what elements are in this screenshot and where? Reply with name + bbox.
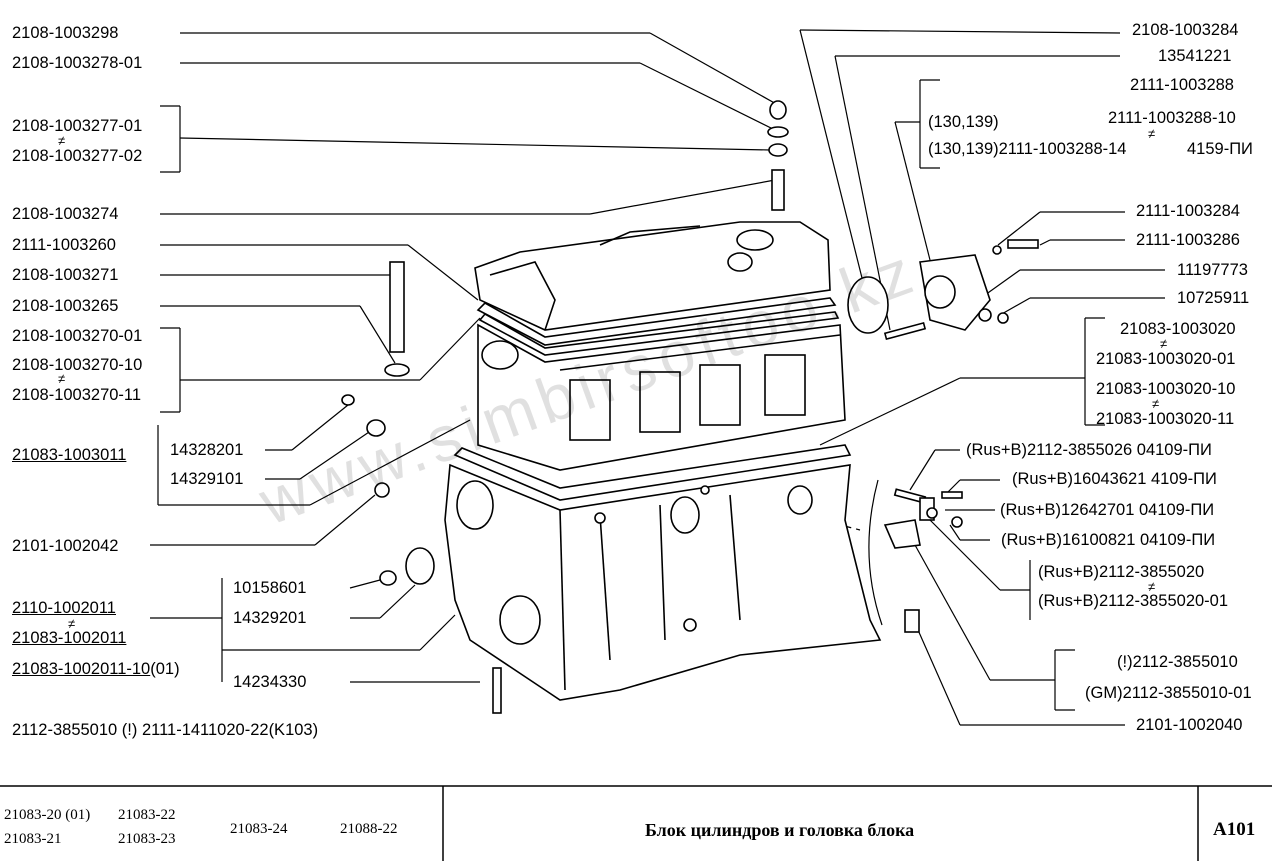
page-code: A101 <box>1213 819 1256 840</box>
not-equal-symbol: ≠ <box>58 133 66 148</box>
model-code: 21083-21 <box>4 831 62 847</box>
part-label: 21083-1002011-10(01) <box>12 659 180 679</box>
part-label: 2111-1003286 <box>1136 231 1240 249</box>
part-label: 21083-1003020-11 <box>1096 410 1235 428</box>
part-label: (GM)2112-3855010-01 <box>1085 684 1252 702</box>
part-label: 10158601 <box>233 579 307 597</box>
not-equal-symbol: ≠ <box>58 371 66 386</box>
part-label: (!)2112-3855010 <box>1117 653 1238 671</box>
not-equal-symbol: ≠ <box>1148 126 1156 141</box>
part-label: 2108-1003270-01 <box>12 327 143 345</box>
not-equal-symbol: ≠ <box>1160 336 1168 351</box>
part-label: 2108-1003277-01 <box>12 117 143 135</box>
footer: 21083-20 (01) 21083-22 21083-21 21083-23… <box>0 785 1272 861</box>
model-code: 21083-23 <box>118 831 176 847</box>
footer-frame <box>0 785 1272 861</box>
part-label: 2108-1003270-11 <box>12 386 142 404</box>
part-label: 2101-1002040 <box>1136 716 1243 734</box>
part-label: 11197773 <box>1177 261 1248 279</box>
part-label: (130,139)2111-1003288-14 <box>928 140 1127 158</box>
part-label: 2110-1002011 <box>12 599 116 617</box>
part-label: 2111-1003260 <box>12 236 116 254</box>
part-label: 2111-1003288 <box>1130 76 1234 94</box>
part-label: (Rus+B)16100821 04109-ПИ <box>1001 531 1216 549</box>
part-label: 14328201 <box>170 441 244 459</box>
part-label: (Rus+B)16043621 4109-ПИ <box>1012 470 1217 488</box>
not-equal-symbol: ≠ <box>1152 396 1160 411</box>
part-label: 21083-1002011 <box>12 629 127 647</box>
part-label: 2108-1003271 <box>12 266 119 284</box>
model-code: 21083-24 <box>230 821 288 837</box>
part-label: 21083-1003020-10 <box>1096 380 1236 398</box>
part-label: 2111-1003288-10 <box>1108 109 1236 127</box>
model-code: 21088-22 <box>340 821 398 837</box>
part-label: 4159-ПИ <box>1187 140 1253 158</box>
part-label: (130,139) <box>928 113 999 131</box>
part-label: (Rus+B)12642701 04109-ПИ <box>1000 501 1215 519</box>
part-label: 2108-1003298 <box>12 24 119 42</box>
engine-illustration <box>341 100 1039 714</box>
part-label: (Rus+B)2112-3855026 04109-ПИ <box>966 441 1212 459</box>
not-equal-symbol: ≠ <box>1148 579 1156 594</box>
part-label: 14234330 <box>233 673 307 691</box>
part-label: 2108-1003278-01 <box>12 54 143 72</box>
page-title: Блок цилиндров и головка блока <box>645 820 915 840</box>
part-label: (Rus+B)2112-3855020-01 <box>1038 592 1229 610</box>
part-label: 2108-1003284 <box>1132 21 1239 39</box>
part-label: 2108-1003265 <box>12 297 119 315</box>
part-label: 2111-1003284 <box>1136 202 1240 220</box>
part-label: 2108-1003270-10 <box>12 356 143 374</box>
part-label: 2101-1002042 <box>12 537 119 555</box>
part-label: 2112-3855010 (!) 2111-1411020-22(K103) <box>12 721 319 739</box>
part-label: 21083-1003020-01 <box>1096 350 1236 368</box>
part-suffix: (01) <box>150 660 180 678</box>
part-label: 2108-1003277-02 <box>12 147 143 165</box>
part-label: 10725911 <box>1177 289 1250 307</box>
part-label: 21083-1003020 <box>1120 320 1236 338</box>
part-label: 14329101 <box>170 470 244 488</box>
part-number: 21083-1002011-10 <box>12 660 151 678</box>
part-label: 13541221 <box>1158 47 1232 65</box>
part-label: 14329201 <box>233 609 307 627</box>
part-label: 21083-1003011 <box>12 446 127 464</box>
model-code: 21083-22 <box>118 807 176 823</box>
part-label: 2108-1003274 <box>12 205 119 223</box>
not-equal-symbol: ≠ <box>68 616 76 631</box>
part-label: (Rus+B)2112-3855020 <box>1038 563 1205 581</box>
model-code: 21083-20 (01) <box>4 807 91 823</box>
